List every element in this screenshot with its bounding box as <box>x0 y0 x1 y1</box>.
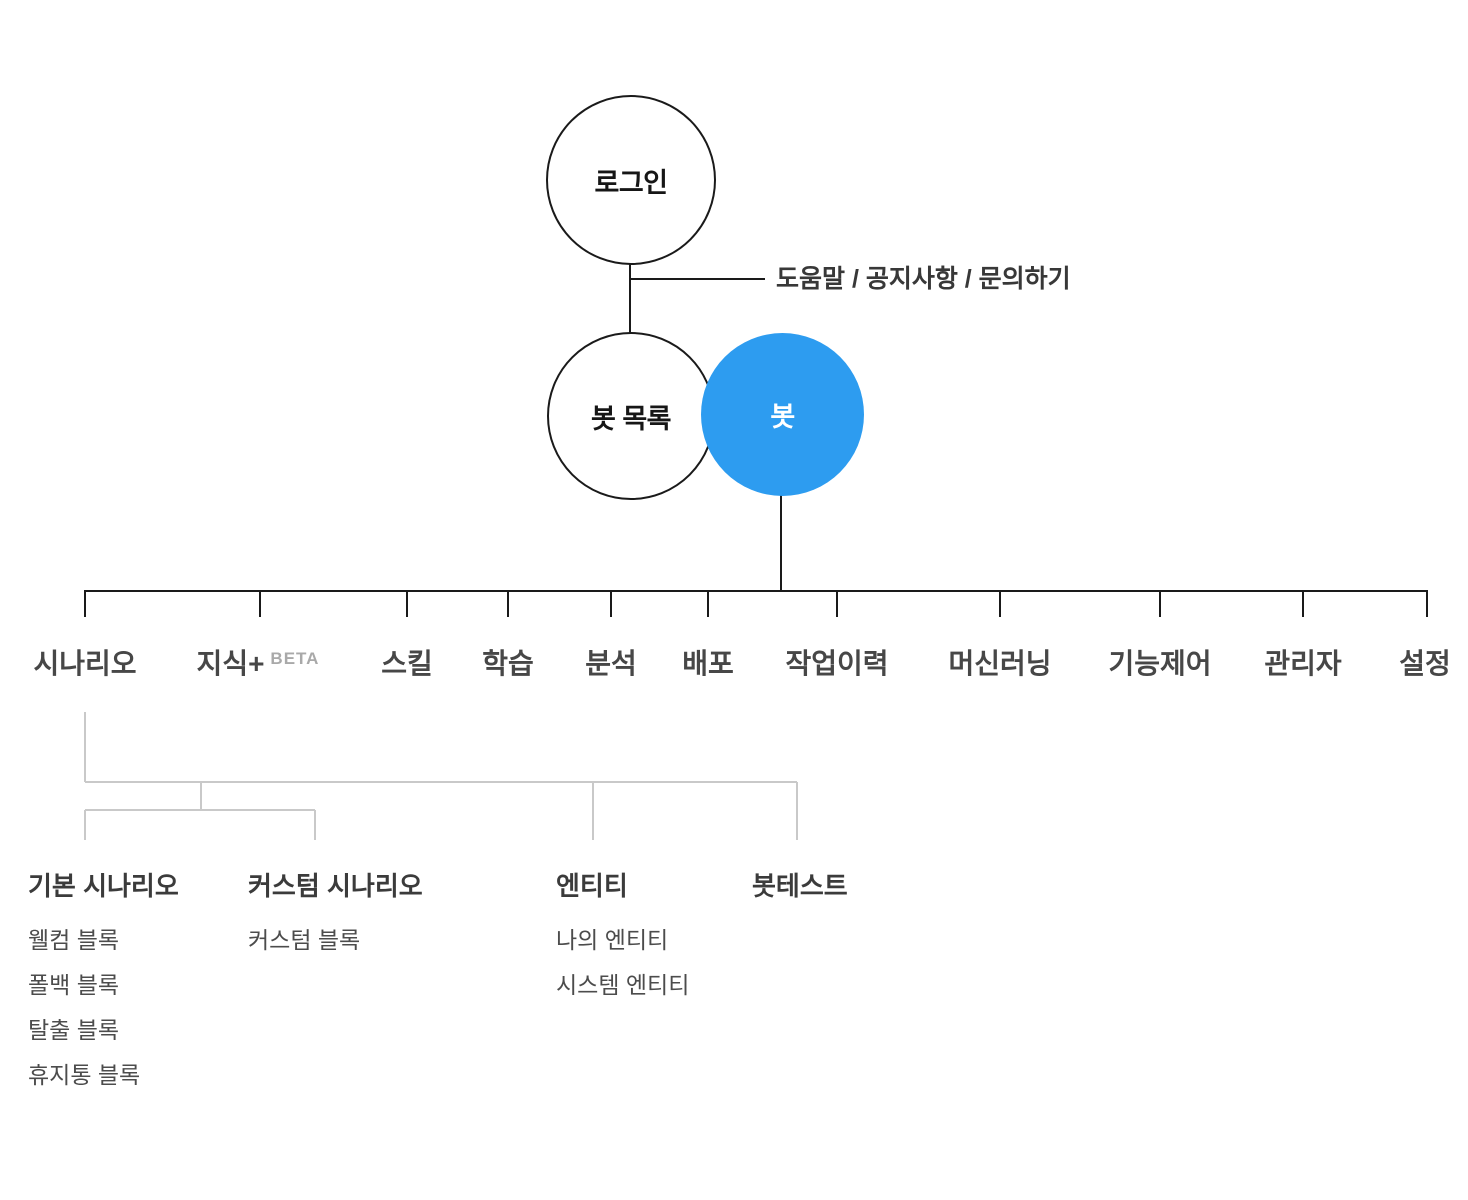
menu-item-work-history-label: 작업이력 <box>785 648 889 679</box>
node-bot-circle: 봇 <box>701 333 864 496</box>
group-basic-scenario-list: 웰컴 블록 폴백 블록 탈출 블록 휴지통 블록 <box>28 927 179 1088</box>
group-entity-list: 나의 엔티티 시스템 엔티티 <box>556 927 689 998</box>
menu-bar <box>84 590 1428 617</box>
menu-item-function-control: 기능제어 <box>1108 646 1211 682</box>
list-item-escape-block: 탈출 블록 <box>28 1017 120 1043</box>
menu-item-deploy-label: 배포 <box>682 648 734 679</box>
list-item-my-entity: 나의 엔티티 <box>556 927 669 953</box>
menu-item-admin-label: 관리자 <box>1264 648 1342 679</box>
menu-item-machine-learning: 머신러닝 <box>948 646 1051 682</box>
menu-item-skill: 스킬 <box>381 646 433 682</box>
list-item-custom-block: 커스텀 블록 <box>248 927 361 953</box>
list-item-system-entity: 시스템 엔티티 <box>556 972 690 998</box>
list-item-welcome-block: 웰컴 블록 <box>28 927 120 953</box>
menu-item-skill-label: 스킬 <box>381 648 433 679</box>
menu-item-deploy: 배포 <box>682 646 734 682</box>
group-bot-test-title: 봇테스트 <box>752 871 848 901</box>
list-item-fallback-block: 폴백 블록 <box>28 972 120 998</box>
menu-item-settings: 설정 <box>1399 646 1451 682</box>
node-login-circle: 로그인 <box>546 95 716 265</box>
menu-item-knowledge-plus-label: 지식+ <box>196 648 265 679</box>
group-basic-scenario-title: 기본 시나리오 <box>28 871 179 901</box>
menu-item-settings-label: 설정 <box>1399 648 1451 679</box>
menu-item-learning-label: 학습 <box>482 648 534 679</box>
group-basic-scenario: 기본 시나리오 웰컴 블록 폴백 블록 탈출 블록 휴지통 블록 <box>28 870 179 1107</box>
group-entity: 엔티티 나의 엔티티 시스템 엔티티 <box>556 870 689 1017</box>
list-item-trash-block: 휴지통 블록 <box>28 1062 141 1088</box>
node-login-label: 로그인 <box>594 167 668 198</box>
menu-item-analytics-label: 분석 <box>585 648 637 679</box>
group-bot-test: 봇테스트 <box>752 870 848 902</box>
group-custom-scenario-title: 커스텀 시나리오 <box>248 871 423 901</box>
beta-badge: BETA <box>270 649 320 668</box>
menu-item-function-control-label: 기능제어 <box>1108 648 1212 679</box>
menu-item-scenario-label: 시나리오 <box>33 648 137 679</box>
node-bot-list-label: 봇 목록 <box>590 403 672 434</box>
node-bot-list-circle: 봇 목록 <box>547 332 715 500</box>
menu-item-work-history: 작업이력 <box>785 646 888 682</box>
group-custom-scenario: 커스텀 시나리오 커스텀 블록 <box>248 870 423 972</box>
group-entity-title: 엔티티 <box>556 871 628 901</box>
menu-item-knowledge-plus: 지식+ BETA <box>197 646 320 686</box>
helper-links-label: 도움말 / 공지사항 / 문의하기 <box>776 265 1071 293</box>
group-custom-scenario-list: 커스텀 블록 <box>248 927 423 953</box>
menu-item-admin: 관리자 <box>1264 646 1341 682</box>
menu-item-analytics: 분석 <box>585 646 637 682</box>
node-bot-label: 봇 <box>770 402 795 432</box>
menu-item-machine-learning-label: 머신러닝 <box>948 648 1052 679</box>
menu-item-learning: 학습 <box>482 646 534 682</box>
menu-item-scenario: 시나리오 <box>33 646 136 682</box>
